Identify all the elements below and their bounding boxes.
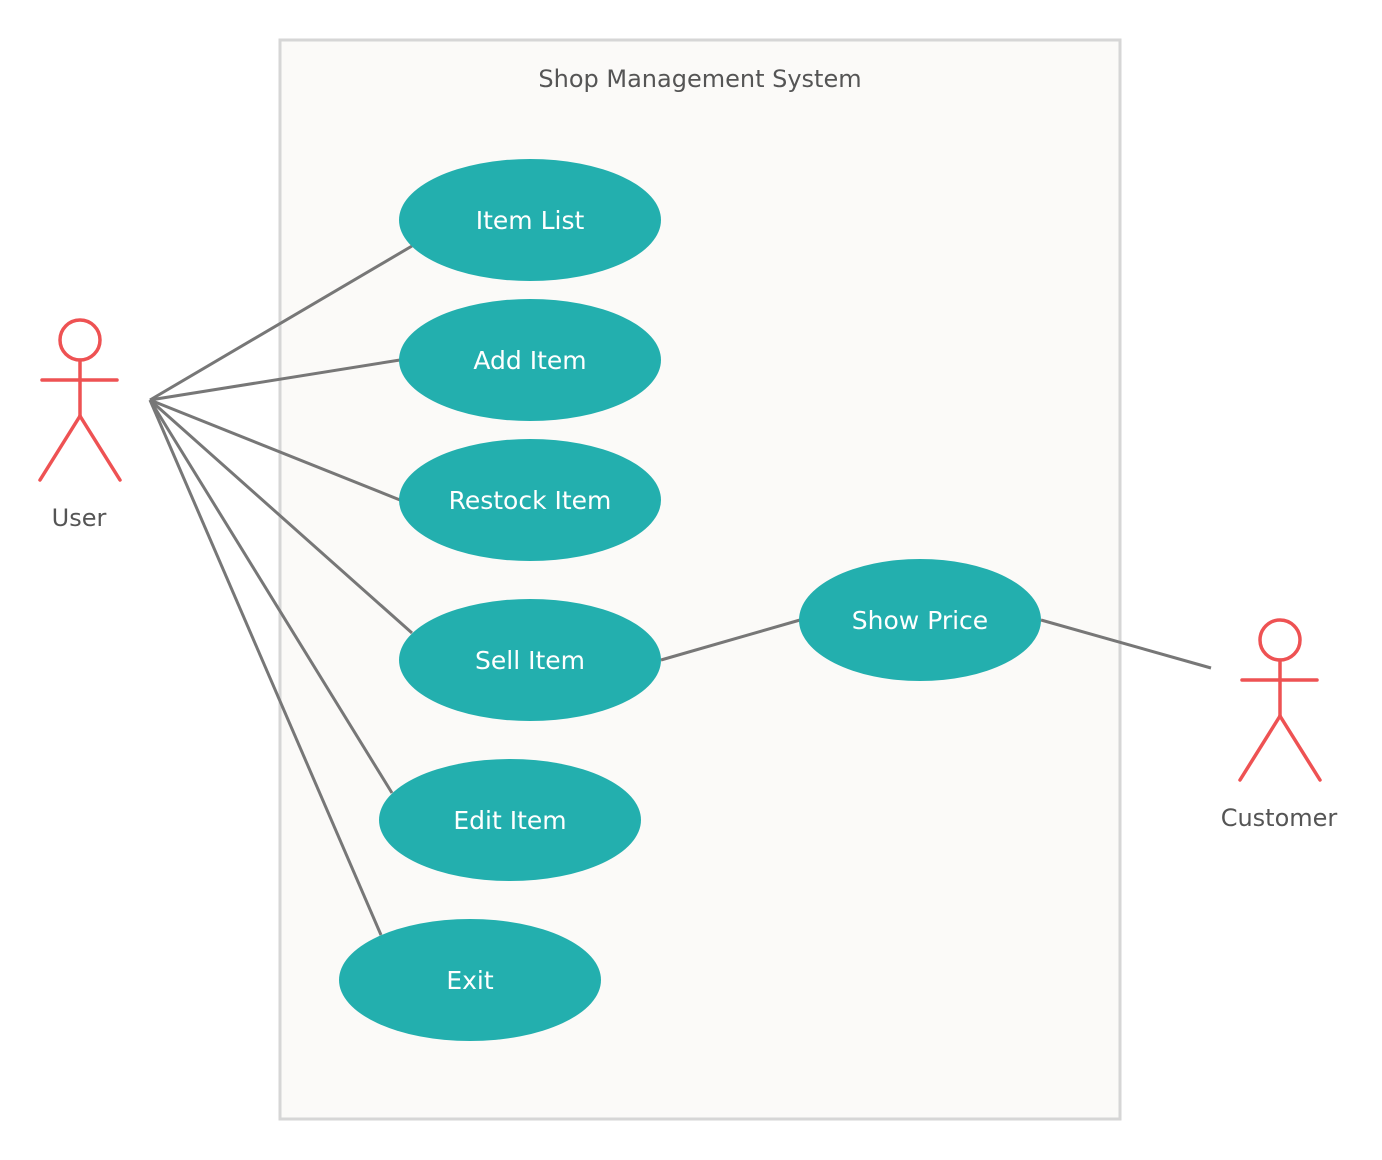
use-case-item-list-label: Item List bbox=[476, 206, 585, 235]
use-case-exit-shape bbox=[339, 919, 601, 1041]
use-case-restock-item-shape bbox=[399, 439, 661, 561]
actor-customer-figure-icon bbox=[1238, 618, 1322, 782]
assoc-sell-item-show-price bbox=[660, 618, 801, 662]
use-case-add-item-label: Add Item bbox=[473, 346, 586, 375]
use-case-exit-label: Exit bbox=[446, 966, 494, 995]
actor-user[interactable]: User bbox=[38, 318, 122, 532]
actor-customer[interactable]: Customer bbox=[1221, 618, 1338, 832]
assoc-user-add-item bbox=[149, 358, 401, 402]
use-case-restock-item[interactable]: Restock Item bbox=[399, 439, 661, 561]
assoc-user-exit bbox=[148, 399, 383, 936]
system-title: Shop Management System bbox=[538, 65, 861, 93]
use-case-show-price[interactable]: Show Price bbox=[799, 559, 1041, 681]
use-case-item-list[interactable]: Item List bbox=[399, 159, 661, 281]
use-case-sell-item-shape bbox=[399, 599, 661, 721]
use-case-sell-item[interactable]: Sell Item bbox=[399, 599, 661, 721]
actor-user-figure-icon bbox=[38, 318, 122, 482]
assoc-user-item-list bbox=[149, 244, 413, 402]
use-case-exit[interactable]: Exit bbox=[339, 919, 601, 1041]
assoc-show-price-customer bbox=[1040, 618, 1212, 670]
use-case-add-item-shape bbox=[399, 299, 661, 421]
use-case-sell-item-label: Sell Item bbox=[475, 646, 585, 675]
associations bbox=[148, 244, 1212, 936]
use-case-show-price-label: Show Price bbox=[852, 606, 988, 635]
use-case-edit-item[interactable]: Edit Item bbox=[379, 759, 641, 881]
use-case-item-list-shape bbox=[399, 159, 661, 281]
assoc-user-sell-item bbox=[149, 398, 413, 635]
use-case-edit-item-shape bbox=[379, 759, 641, 881]
use-case-add-item[interactable]: Add Item bbox=[399, 299, 661, 421]
use-case-restock-item-label: Restock Item bbox=[449, 486, 612, 515]
assoc-user-restock-item bbox=[149, 398, 401, 502]
use-case-show-price-shape bbox=[799, 559, 1041, 681]
actor-user-label: User bbox=[52, 504, 107, 532]
actor-customer-label: Customer bbox=[1221, 804, 1338, 832]
use-case-edit-item-label: Edit Item bbox=[453, 806, 566, 835]
assoc-user-edit-item bbox=[148, 399, 394, 794]
